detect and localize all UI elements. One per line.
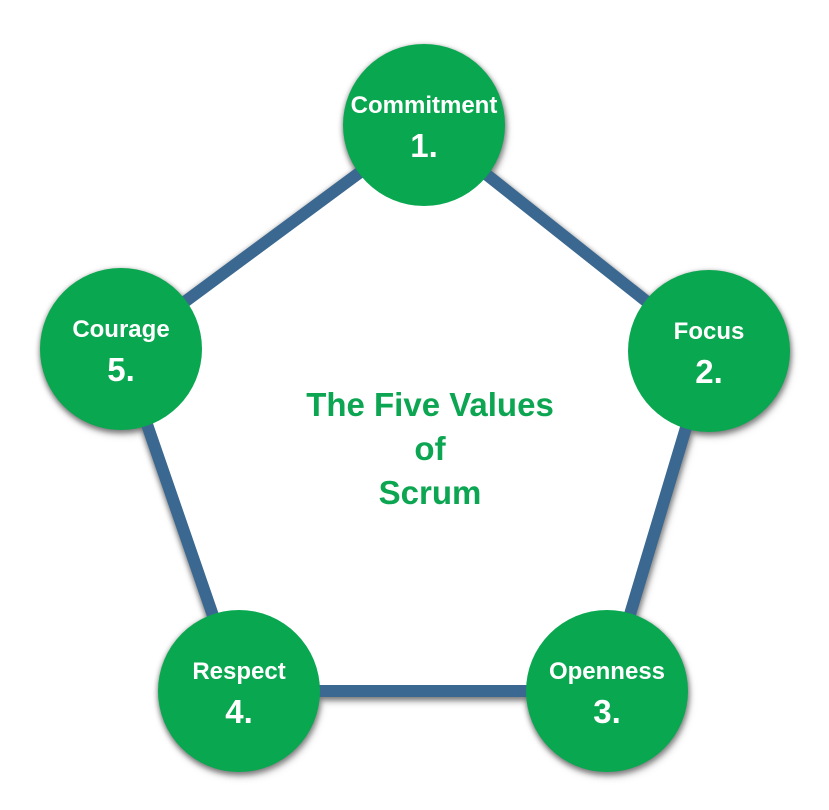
node-openness: Openness 3. (526, 610, 688, 772)
node-focus-label: Focus (673, 317, 745, 345)
node-courage: Courage 5. (40, 268, 202, 430)
node-focus: Focus 2. (628, 270, 790, 432)
diagram-title: The Five Values of Scrum (280, 383, 580, 515)
node-respect-label: Respect (192, 657, 286, 685)
node-respect: Respect 4. (158, 610, 320, 772)
node-commitment-label: Commitment (350, 91, 498, 119)
node-courage-number: 5. (107, 350, 135, 388)
node-commitment: Commitment 1. (343, 44, 505, 206)
diagram-title-line2: of (414, 430, 446, 467)
diagram-title-line1: The Five Values (306, 386, 554, 423)
node-openness-label: Openness (548, 657, 666, 685)
node-courage-label: Courage (72, 315, 170, 343)
node-openness-number: 3. (593, 692, 621, 730)
node-respect-number: 4. (225, 692, 253, 730)
diagram-title-line3: Scrum (378, 474, 482, 511)
node-focus-number: 2. (695, 352, 723, 390)
node-commitment-number: 1. (410, 126, 438, 164)
